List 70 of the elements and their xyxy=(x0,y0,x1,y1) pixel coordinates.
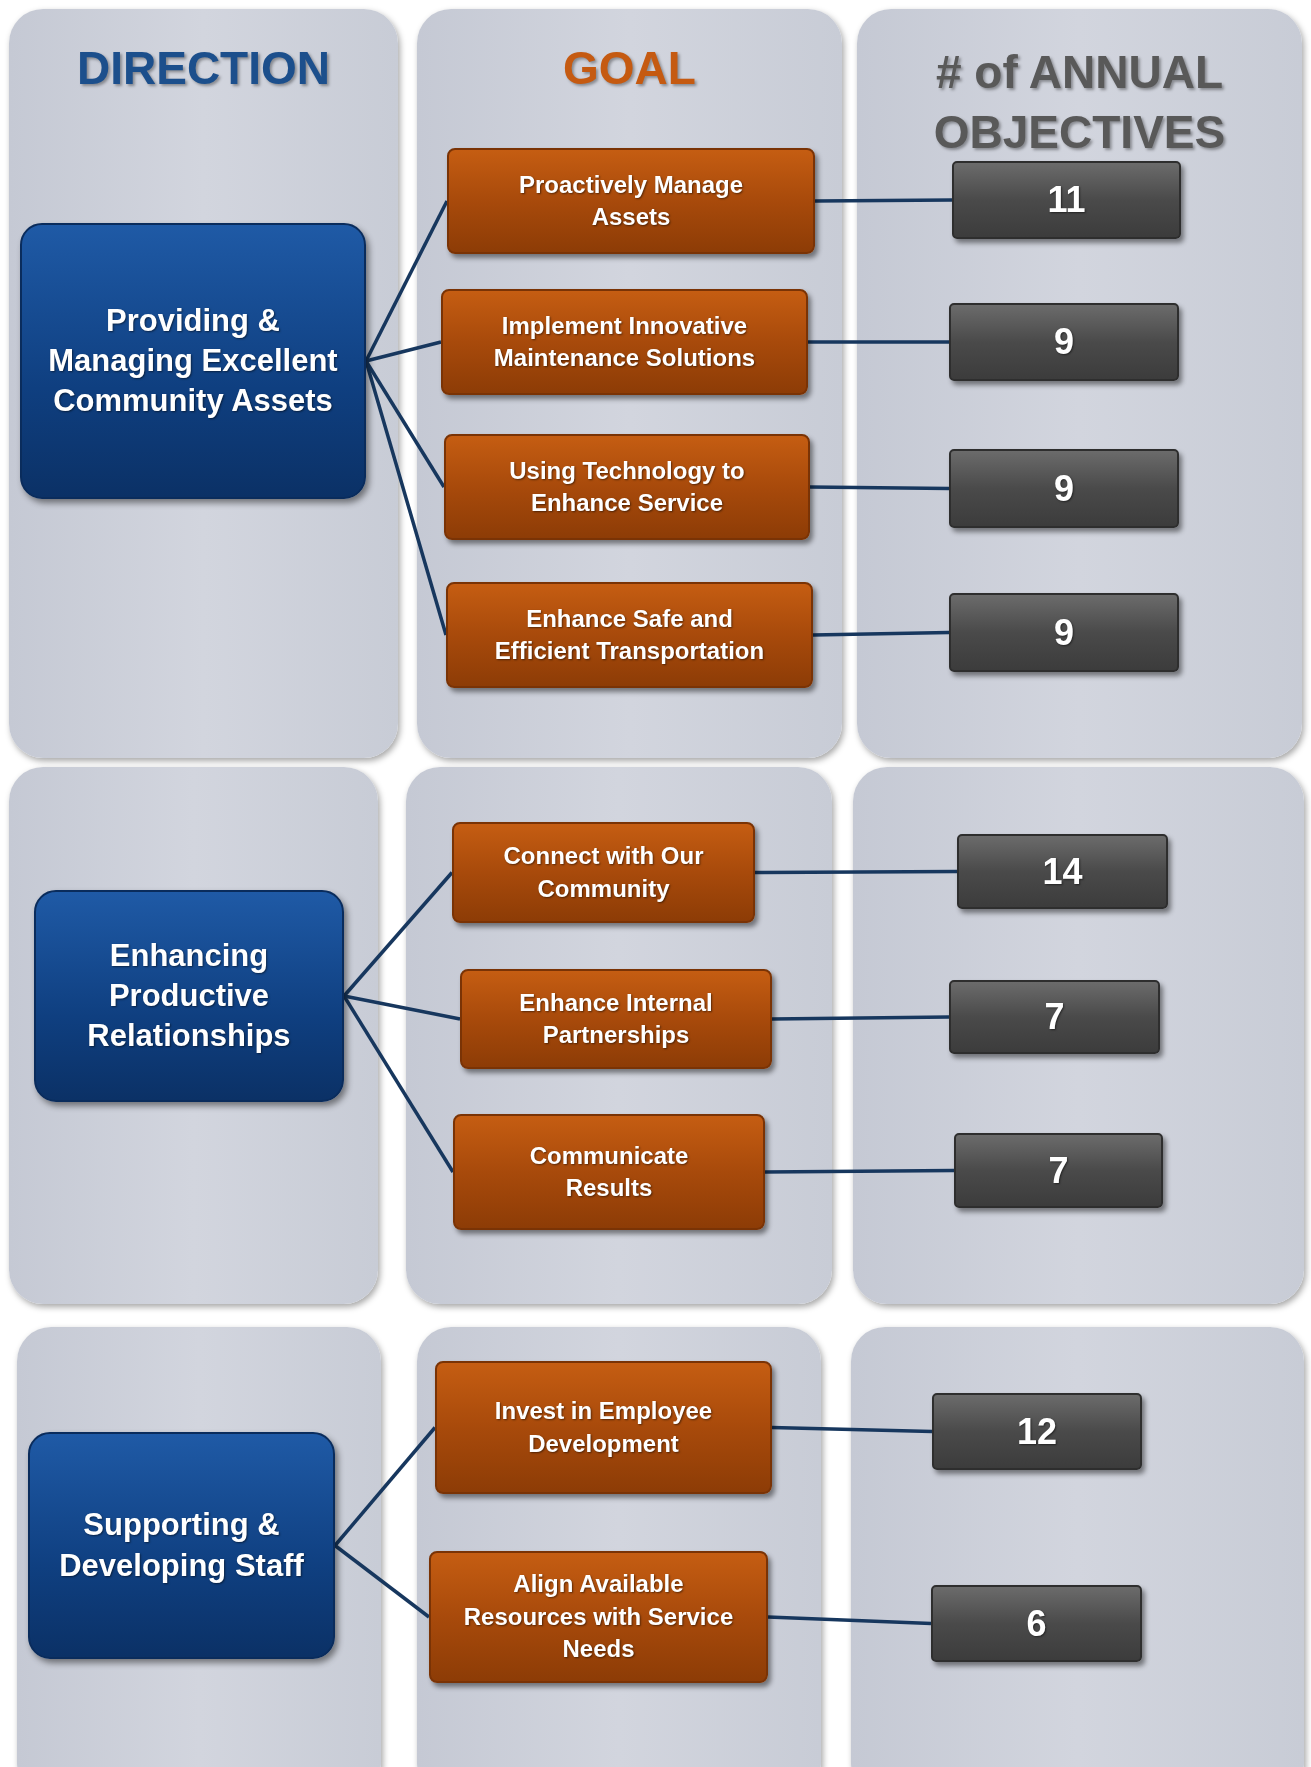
objective-count-box xyxy=(931,1585,1142,1662)
connector-line xyxy=(333,1544,431,1619)
box-label: Supporting & Developing Staff xyxy=(58,1506,305,1585)
objective-count: 12 xyxy=(1016,1410,1057,1453)
goal-box xyxy=(441,289,808,395)
box-label: Proactively Manage Assets xyxy=(517,169,745,232)
objective-count: 7 xyxy=(1044,996,1065,1038)
connector-line xyxy=(812,630,950,637)
objective-count: 11 xyxy=(1047,179,1086,221)
objective-count-box xyxy=(949,593,1179,672)
goal-box xyxy=(435,1361,772,1494)
connector-line xyxy=(343,994,461,1021)
connector-line xyxy=(342,871,454,998)
column-panel xyxy=(17,1327,381,1767)
box-label: Using Technology to Enhance Service xyxy=(508,455,746,518)
direction-box xyxy=(20,223,366,499)
connector-line xyxy=(765,1168,954,1174)
objective-count-box xyxy=(954,1133,1163,1208)
goal-box xyxy=(453,1114,765,1230)
connector-line xyxy=(767,1615,932,1626)
box-label: Providing & Managing Excellent Community Assets xyxy=(47,301,339,421)
objective-count: 7 xyxy=(1048,1149,1069,1192)
box-label: Communicate Results xyxy=(528,1140,690,1203)
column-heading: DIRECTION xyxy=(76,41,331,96)
objective-count: 14 xyxy=(1042,850,1083,893)
objective-count: 9 xyxy=(1054,321,1074,363)
column-panel xyxy=(417,9,842,758)
objective-count-box xyxy=(949,303,1179,381)
objective-count-box xyxy=(952,161,1181,239)
connector-line xyxy=(772,1015,949,1021)
connector-line xyxy=(815,198,952,203)
objective-count-box xyxy=(932,1393,1142,1470)
connector-line xyxy=(808,340,949,344)
goal-box xyxy=(452,822,755,923)
goal-box xyxy=(447,148,815,254)
connector-line xyxy=(365,340,442,363)
objective-count: 6 xyxy=(1026,1602,1047,1645)
column-panel xyxy=(417,1327,821,1767)
objective-count: 9 xyxy=(1054,467,1074,510)
column-panel xyxy=(9,9,398,758)
objective-count-box xyxy=(957,834,1168,909)
connector-line xyxy=(755,869,957,875)
column-panel xyxy=(9,767,378,1304)
connector-line xyxy=(342,995,455,1173)
direction-box xyxy=(28,1432,335,1659)
column-panel xyxy=(853,767,1304,1304)
box-label: Enhancing Productive Relationships xyxy=(86,936,292,1056)
objective-count-box xyxy=(949,980,1160,1054)
box-label: Connect with Our Community xyxy=(502,841,705,904)
objective-count: 9 xyxy=(1054,611,1074,654)
goal-box xyxy=(444,434,810,540)
goal-box xyxy=(460,969,772,1069)
box-label: Enhance Safe and Efficient Transportation xyxy=(493,603,766,666)
goal-box xyxy=(446,582,813,688)
connector-line xyxy=(333,1426,437,1547)
goal-box xyxy=(429,1551,768,1683)
box-label: Implement Innovative Maintenance Solutions xyxy=(492,310,757,373)
box-label: Align Available Resources with Service Needs xyxy=(462,1569,735,1665)
column-panel xyxy=(406,767,832,1304)
box-label: Enhance Internal Partnerships xyxy=(518,987,714,1050)
connector-line xyxy=(364,200,449,362)
box-label: Invest in Employee Development xyxy=(493,1396,714,1459)
column-panel xyxy=(851,1327,1304,1767)
direction-box xyxy=(34,890,344,1102)
connector-line xyxy=(810,485,949,491)
connector-line xyxy=(771,1425,933,1434)
column-panel xyxy=(857,9,1302,758)
column-heading: # of ANNUAL OBJECTIVES xyxy=(932,45,1227,160)
column-heading: GOAL xyxy=(562,41,697,96)
objective-count-box xyxy=(949,449,1179,528)
